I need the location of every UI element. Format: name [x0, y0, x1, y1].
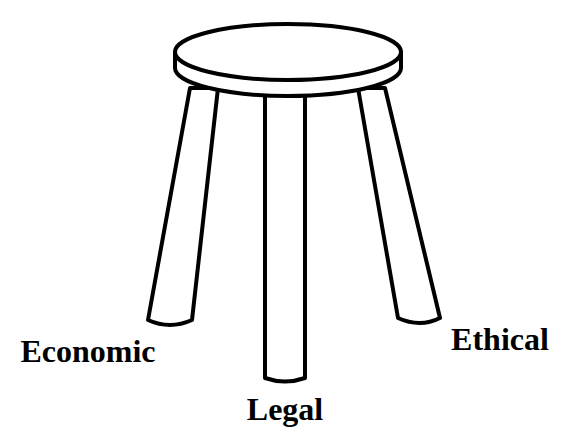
stool-seat-top [175, 24, 401, 80]
leg-label: Economic [20, 334, 155, 369]
stool-leg [265, 88, 305, 382]
stool-leg [148, 88, 218, 325]
leg-label: Legal [247, 392, 323, 427]
leg-label: Ethical [451, 322, 549, 357]
stool-leg [358, 88, 440, 323]
